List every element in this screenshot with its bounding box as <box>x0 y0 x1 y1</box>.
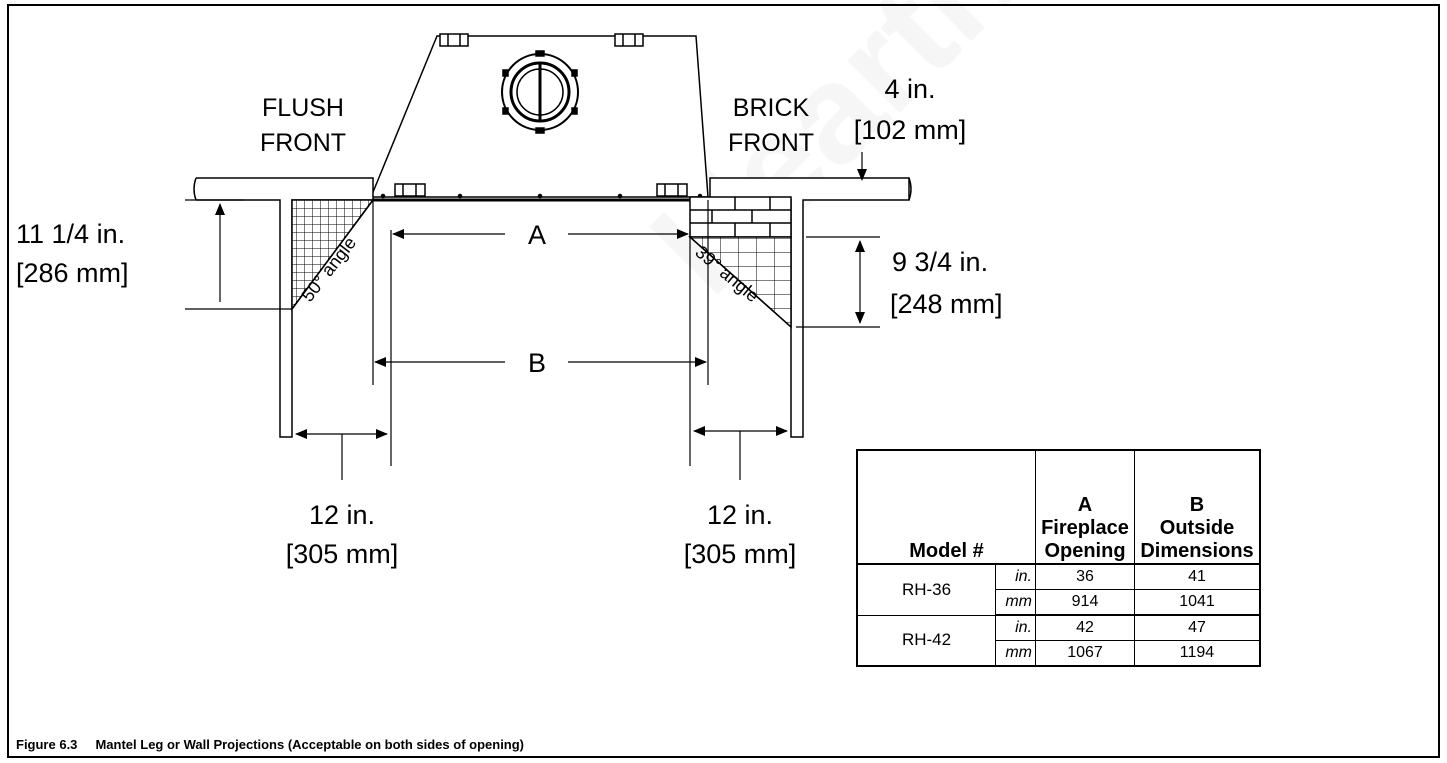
a-value-cell: 36 <box>1035 563 1135 590</box>
figure-caption: Figure 6.3 Mantel Leg or Wall Projection… <box>16 737 525 752</box>
b-value-cell: 1041 <box>1134 589 1261 616</box>
right-height-label-2: [248 mm] <box>890 289 1003 319</box>
header-a-line2: Opening <box>1044 540 1126 562</box>
brick-front-label-1: BRICK <box>733 94 810 122</box>
unit-cell: in. <box>995 614 1036 641</box>
header-a-letter: A <box>1077 494 1093 516</box>
flush-front-label-1: FLUSH <box>262 94 344 122</box>
table-row: mm 1067 1194 <box>857 640 1261 667</box>
top-dim-label-2: [102 mm] <box>854 115 967 145</box>
unit-cell: mm <box>995 589 1036 616</box>
a-value-cell: 1067 <box>1035 640 1135 667</box>
table-row: mm 914 1041 <box>857 589 1261 616</box>
header-a-line1: Fireplace <box>1041 517 1129 539</box>
left-leg-label-1: 12 in. <box>309 500 375 530</box>
brick-front-label-2: FRONT <box>728 129 814 157</box>
right-leg-label-2: [305 mm] <box>684 539 797 569</box>
header-b-letter: B <box>1189 494 1205 516</box>
right-height-label-1: 9 3/4 in. <box>892 247 988 277</box>
firebox <box>369 33 709 202</box>
a-value-cell: 914 <box>1035 589 1135 616</box>
header-model: Model # <box>856 449 1036 565</box>
left-height-label-2: [286 mm] <box>16 258 129 288</box>
right-wall <box>688 177 912 438</box>
header-b: B Outside Dimensions <box>1134 449 1261 565</box>
dimensions-table: Model # A Fireplace Opening B Outside Di… <box>856 449 1261 667</box>
model-cell: RH-36 <box>856 563 996 616</box>
header-b-line2: Dimensions <box>1140 540 1254 562</box>
left-leg-label-2: [305 mm] <box>286 539 399 569</box>
header-b-line1: Outside <box>1159 517 1235 539</box>
b-value-cell: 1194 <box>1134 640 1261 667</box>
header-a: A Fireplace Opening <box>1035 449 1135 565</box>
a-value-cell: 42 <box>1035 614 1135 641</box>
left-height-label-1: 11 1/4 in. <box>16 219 125 249</box>
b-value-cell: 41 <box>1134 563 1261 590</box>
dim-b-label: B <box>528 348 546 378</box>
table-row: RH-42 in. 42 47 <box>856 614 1261 667</box>
flush-front-label-2: FRONT <box>260 129 346 157</box>
unit-cell: in. <box>995 563 1036 590</box>
dim-a-label: A <box>528 220 546 250</box>
dimension-lines <box>185 152 880 480</box>
right-leg-label-1: 12 in. <box>707 500 773 530</box>
table-row: RH-36 in. 36 41 <box>856 563 1261 616</box>
left-wall <box>193 177 375 438</box>
unit-cell: mm <box>995 640 1036 667</box>
figure-frame <box>7 4 1440 758</box>
top-dim-label-1: 4 in. <box>884 74 935 104</box>
b-value-cell: 47 <box>1134 614 1261 641</box>
model-cell: RH-42 <box>856 614 996 667</box>
